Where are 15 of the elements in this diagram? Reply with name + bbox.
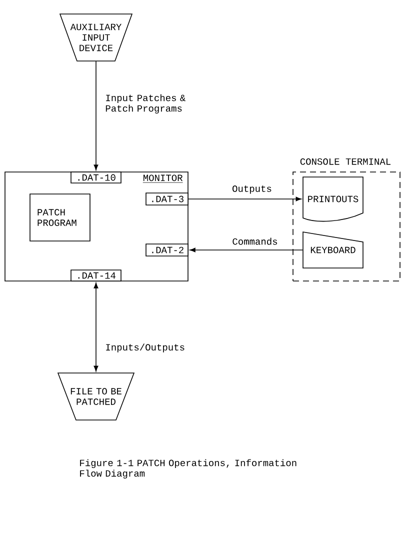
caption: Figure 1-1 PATCH Operations, Information Flow Diagram — [80, 459, 296, 479]
edge-label: Inputs/Outputs — [106, 344, 184, 352]
label-box: .DAT-10 — [70, 172, 122, 184]
edge-label: Commands — [232, 238, 278, 245]
label-box: .DAT-14 — [70, 270, 122, 282]
label-box: .DAT-2 — [146, 244, 188, 256]
double-arrow — [94, 282, 98, 372]
edge-label: Outputs — [232, 185, 272, 194]
label-box: .DAT-3 — [146, 192, 188, 206]
node-label: CONSOLE TERMINAL — [300, 158, 390, 165]
edge-label: Input Patches & Patch Programs — [106, 94, 186, 114]
arrow — [94, 60, 98, 170]
arrow — [188, 196, 302, 202]
arrow — [190, 248, 304, 252]
process-box: PATCH PROGRAM — [30, 194, 90, 242]
